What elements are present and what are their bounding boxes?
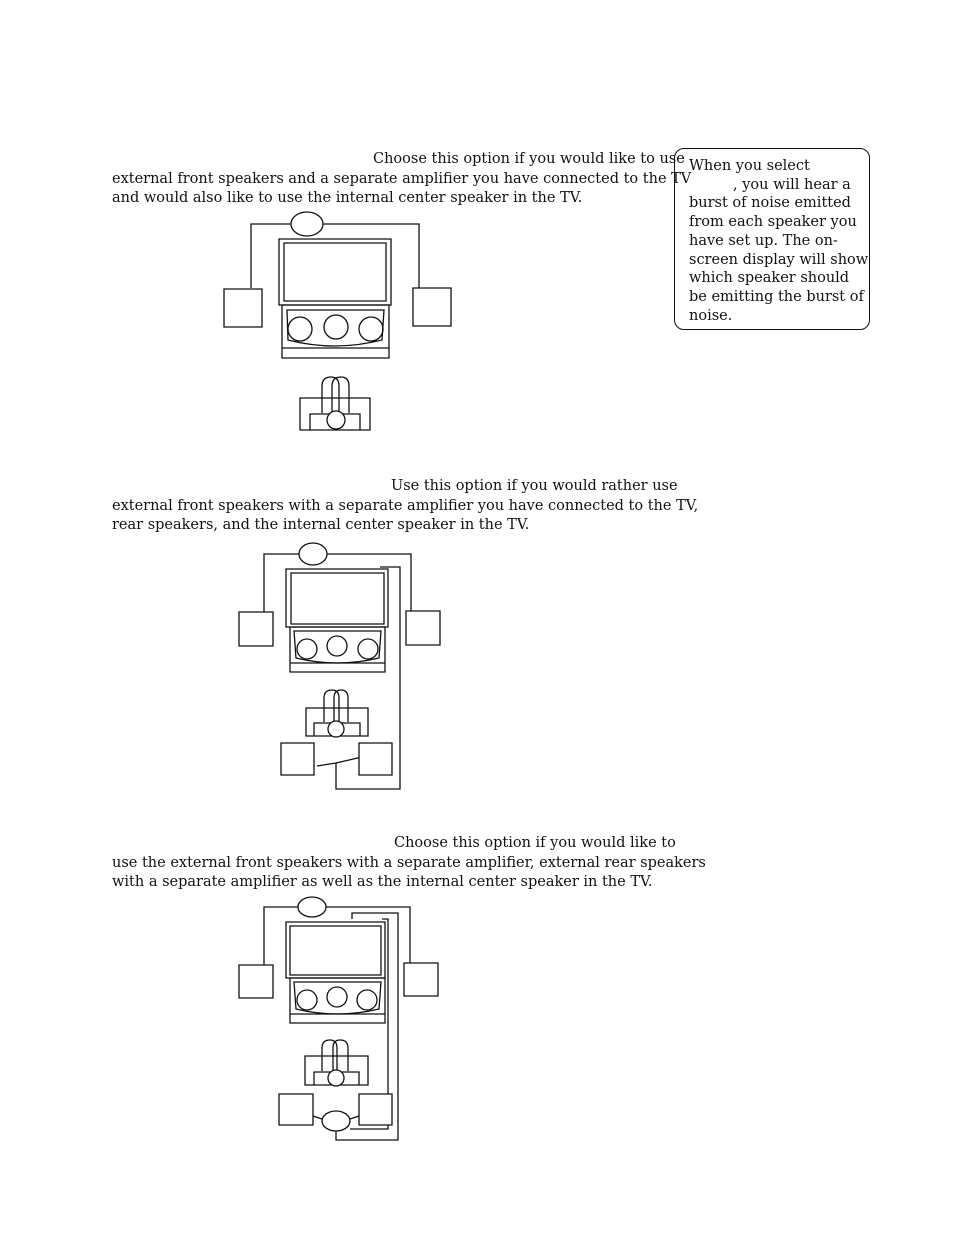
- front-right-speaker: [413, 288, 451, 326]
- tv-set: [279, 239, 391, 358]
- text-line: with a separate amplifier as well as the…: [112, 874, 653, 890]
- note-line: which speaker should: [689, 270, 850, 287]
- note-line: be emitting the burst of: [689, 288, 864, 305]
- speaker-diagram-2: [0, 540, 470, 800]
- front-right-speaker: [404, 963, 438, 996]
- note-line: noise.: [689, 307, 733, 324]
- note-line: from each speaker you: [689, 214, 857, 231]
- rear-left-speaker: [279, 1094, 313, 1125]
- tv-set: [286, 569, 388, 672]
- listener-chair: [306, 690, 368, 737]
- rear-right-speaker: [359, 1094, 392, 1125]
- speaker-diagram-3: [0, 895, 470, 1150]
- note-line: , you will hear a: [733, 176, 851, 193]
- text-line: Choose this option if you would like to: [394, 835, 676, 851]
- option-description-2: Use this option if you would rather use …: [112, 477, 699, 536]
- speaker-diagram-1: [0, 208, 470, 438]
- rear-right-speaker: [359, 743, 392, 775]
- note-line: When you select: [689, 158, 810, 174]
- text-line: use the external front speakers with a s…: [112, 854, 706, 871]
- tv-set: [286, 922, 385, 1023]
- center-speaker: [291, 212, 323, 236]
- text-line: and would also like to use the internal …: [112, 190, 583, 206]
- listener-chair: [300, 377, 370, 430]
- note-line: have set up. The on-: [689, 232, 838, 249]
- note-line: burst of noise emitted: [689, 195, 851, 212]
- text-line: external front speakers and a separate a…: [112, 170, 692, 187]
- front-left-speaker: [239, 965, 273, 998]
- front-right-speaker: [406, 611, 440, 645]
- tip-note-box: When you select , you will hear a burst …: [674, 148, 870, 330]
- text-line: Choose this option if you would like to …: [373, 151, 685, 167]
- text-line: rear speakers, and the internal center s…: [112, 517, 530, 533]
- rear-amplifier: [322, 1111, 350, 1131]
- front-left-speaker: [239, 612, 273, 646]
- text-line: external front speakers with a separate …: [112, 497, 699, 514]
- center-speaker: [298, 897, 326, 917]
- text-line: Use this option if you would rather use: [391, 478, 678, 494]
- center-speaker: [299, 543, 327, 565]
- note-line: screen display will show: [689, 251, 869, 268]
- front-left-speaker: [224, 289, 262, 327]
- option-description-3: Choose this option if you would like to …: [112, 834, 706, 893]
- listener-chair: [305, 1040, 368, 1086]
- option-description-1: Choose this option if you would like to …: [112, 150, 692, 209]
- rear-left-speaker: [281, 743, 314, 775]
